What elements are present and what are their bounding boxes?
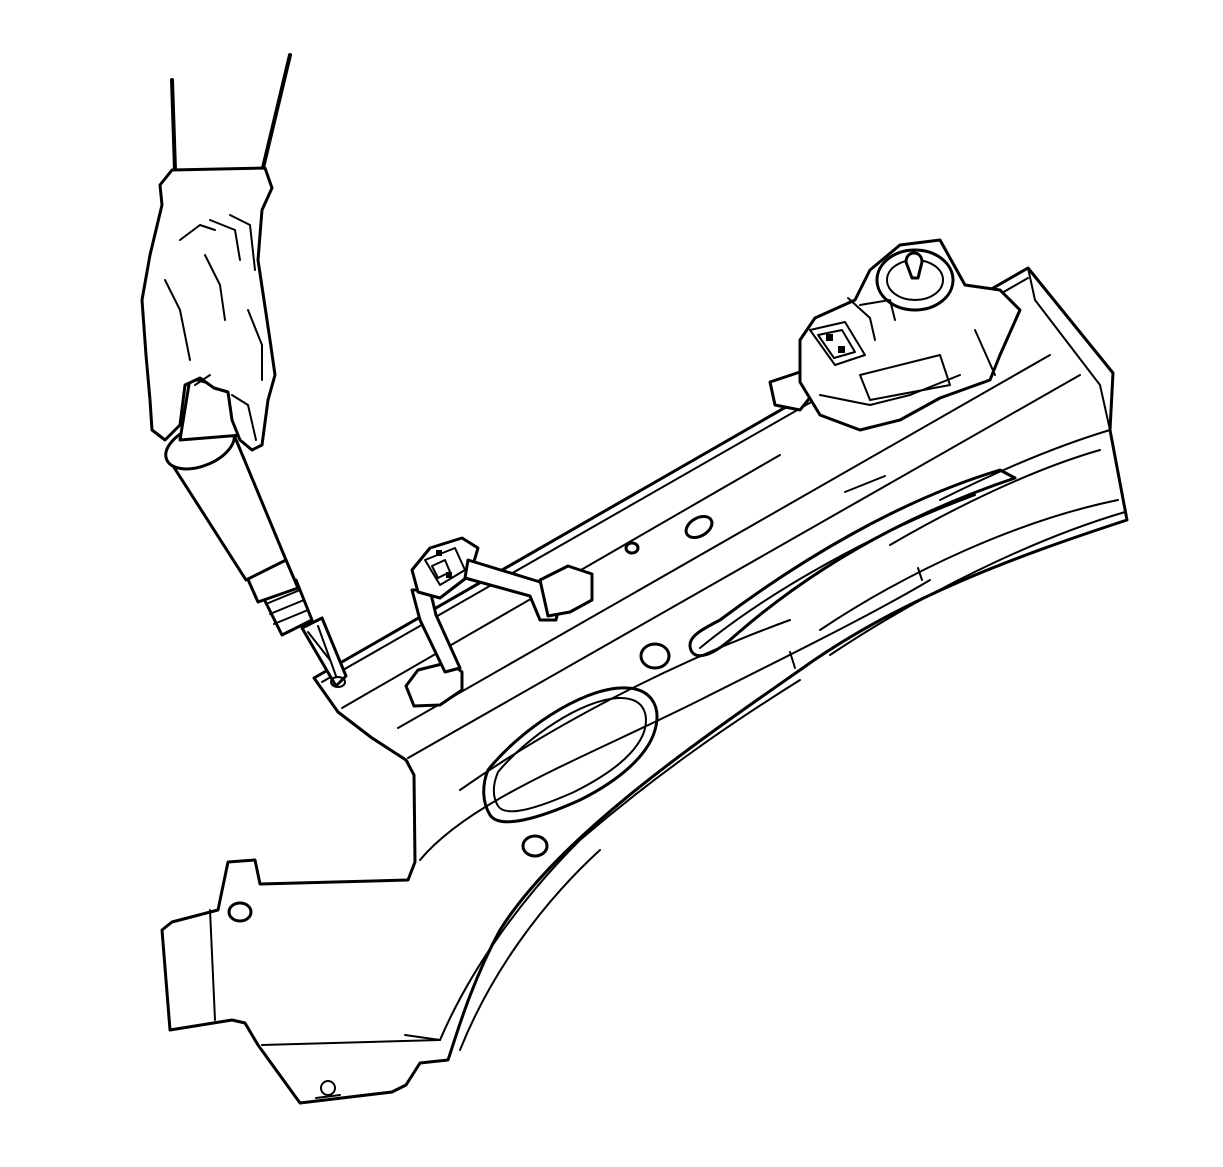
gloved-hand	[140, 166, 277, 452]
hole	[639, 642, 671, 670]
drill-chuck	[244, 558, 314, 637]
drill-hand-group	[140, 53, 348, 688]
rail-panel	[160, 266, 1129, 1105]
drill-icon	[164, 376, 288, 582]
oval-cutout	[482, 686, 659, 824]
hole	[227, 901, 253, 923]
hole	[521, 834, 549, 858]
drill-bit-icon	[300, 616, 348, 688]
bracket-large	[768, 238, 1022, 432]
bracket-small	[404, 536, 594, 708]
boss	[875, 248, 955, 312]
hole	[624, 541, 640, 555]
hole	[684, 515, 714, 539]
rail-outline	[160, 266, 1129, 1105]
bolt	[320, 1080, 336, 1096]
